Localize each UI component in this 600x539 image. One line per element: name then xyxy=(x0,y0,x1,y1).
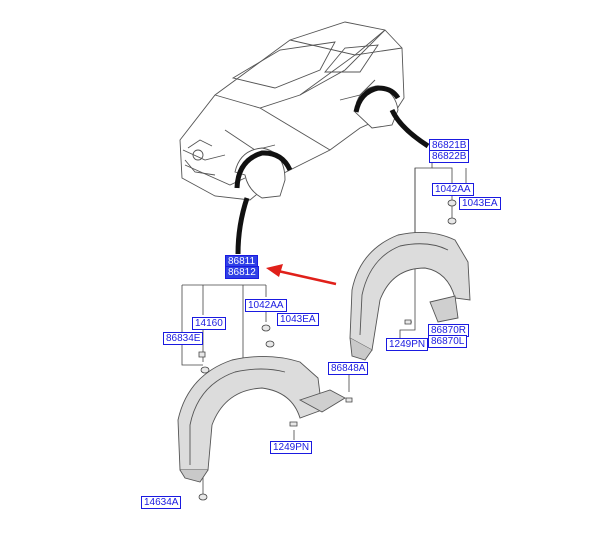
right-wheel-guard xyxy=(349,231,471,361)
rear-arch-highlight xyxy=(353,85,401,113)
part-label-14160[interactable]: 14160 xyxy=(192,317,226,330)
left-bracket-lines xyxy=(181,284,350,494)
part-label-1043ea-right[interactable]: 1043EA xyxy=(459,197,501,210)
part-label-86822b[interactable]: 86822B xyxy=(429,150,470,163)
rear-leader xyxy=(389,108,430,149)
car-illustration xyxy=(179,21,405,201)
part-label-1043ea-left[interactable]: 1043EA xyxy=(277,313,319,326)
left-fasteners xyxy=(198,324,353,501)
part-label-86834e[interactable]: 86834E xyxy=(163,332,204,345)
part-label-86848a[interactable]: 86848A xyxy=(328,362,369,375)
left-wheel-guard xyxy=(177,355,346,483)
front-leader xyxy=(235,197,250,255)
part-label-86870l[interactable]: 86870L xyxy=(428,335,468,348)
part-label-1249pn-left[interactable]: 1249PN xyxy=(270,441,313,454)
right-fasteners xyxy=(404,199,457,325)
part-label-86812[interactable]: 86812 xyxy=(225,266,259,279)
part-label-14634a[interactable]: 14634A xyxy=(141,496,182,509)
part-label-86811[interactable]: 86811 xyxy=(225,255,259,268)
part-label-1042aa-right[interactable]: 1042AA xyxy=(432,183,474,196)
part-label-1249pn-right[interactable]: 1249PN xyxy=(386,338,429,351)
red-pointer-arrow xyxy=(266,264,337,286)
part-label-1042aa-left[interactable]: 1042AA xyxy=(245,299,287,312)
front-arch-highlight xyxy=(234,150,293,189)
